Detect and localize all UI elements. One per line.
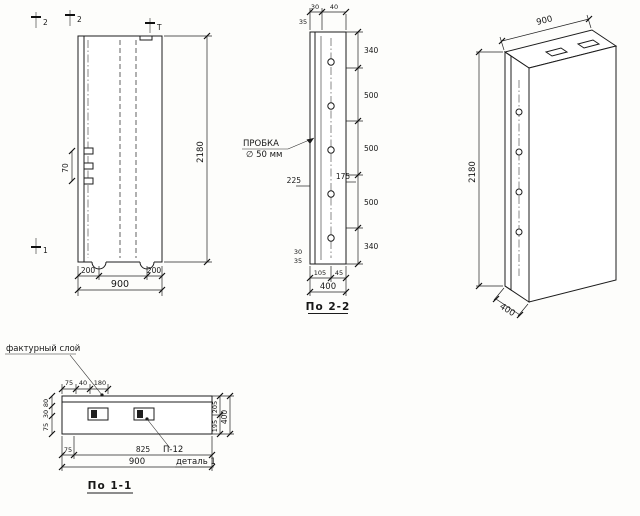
section-markers: 2 2 Т 1 [31, 10, 162, 255]
section-marker-label: 1 [43, 246, 48, 255]
plan-dim-left-c: 75 [42, 423, 50, 431]
dim-lug-spacing: 70 [61, 163, 70, 173]
dim-bot-a: 30 [294, 248, 302, 256]
dim-seg-left: 200 [81, 266, 96, 275]
plan-dim-depth: 400 [220, 410, 229, 425]
iso-top-openings [544, 39, 601, 57]
section-1-1-view: фактурный слой П-12 деталь 1 75 40 [5, 344, 234, 494]
iso-front-face [528, 45, 617, 303]
dim-seg-right: 200 [147, 266, 162, 275]
plan-bottom-dims: 75 825 900 [58, 436, 216, 471]
section-1-1-title: По 1-1 [88, 480, 133, 492]
iso-dim-height: 2180 [468, 161, 478, 183]
chain-dim: 340 [364, 242, 379, 251]
facing-layer-strip [61, 395, 213, 403]
plan-top-dims: 75 40 180 [58, 379, 112, 394]
chain-dim: 500 [364, 198, 379, 207]
isometric-view: 900 2180 400 [468, 14, 618, 319]
plan-dim-width: 900 [129, 457, 145, 467]
section2-bottom-dims: 30 35 105 45 400 [294, 248, 350, 296]
channel-label: П-12 [163, 445, 183, 455]
dim-bot-b: 35 [294, 257, 302, 265]
callout-diameter-label: ∅ 50 мм [246, 150, 282, 160]
dim-top-b: 40 [330, 3, 338, 11]
iso-dim-depth: 400 [498, 302, 517, 319]
plan-dim-bot-a: 75 [64, 446, 72, 454]
iso-side-face [504, 51, 530, 303]
channel-voids [87, 407, 155, 421]
iso-dim-width: 900 [535, 14, 553, 28]
callout-probka-label: ПРОБКА [243, 139, 279, 149]
section-marker-label: 2 [43, 18, 48, 27]
section-2-2-view: 30 40 35 225 175 340 500 [242, 3, 379, 314]
facing-layer-callout: фактурный слой [5, 344, 104, 397]
facing-layer-label: фактурный слой [6, 344, 80, 354]
plan-dim-bot-b: 825 [136, 445, 151, 454]
plan-dim-top-a: 75 [65, 379, 73, 387]
dim-panel-height: 2180 [196, 141, 206, 163]
plug-holes [327, 58, 335, 242]
plan-right-dims: 205 195 400 [211, 392, 234, 438]
detail-label: деталь 1 [176, 457, 216, 467]
dim-section-width: 400 [320, 282, 336, 292]
plan-dim-left-a: 80 [42, 399, 50, 407]
section2-dim-chain: 340 500 500 500 340 [346, 28, 379, 268]
iso-plug-holes [515, 108, 523, 236]
section-marker-label: Т [156, 23, 162, 32]
iso-facing-layer [504, 51, 512, 291]
leader-arrow [306, 138, 314, 144]
plan-dim-right-a: 205 [211, 401, 219, 413]
dim-bot-c: 105 [314, 269, 326, 277]
dim-panel-width: 900 [111, 279, 129, 290]
plug-callout: ПРОБКА ∅ 50 мм [242, 137, 315, 160]
top-notch [139, 35, 153, 41]
dim-top-a: 30 [311, 3, 319, 11]
plan-dim-right-b: 195 [211, 420, 219, 432]
section2-mid-dims: 225 175 [287, 172, 356, 187]
dim-bot-d: 45 [335, 269, 343, 277]
dim-top-c: 35 [299, 18, 307, 26]
section-marker-label: 2 [77, 15, 82, 24]
plan-left-dims: 80 30 75 [42, 392, 56, 438]
dim-mid-b: 175 [336, 172, 351, 181]
plan-dim-left-b: 30 [42, 410, 50, 418]
plan-dim-top-c: 180 [94, 379, 106, 387]
chain-dim: 500 [364, 144, 379, 153]
front-height-dim: 2180 [164, 32, 212, 266]
section-2-2-title: По 2-2 [306, 301, 351, 313]
dim-mid-a: 225 [287, 176, 302, 185]
edge-lugs: 70 [61, 147, 94, 185]
plan-dim-top-b: 40 [79, 379, 87, 387]
front-elevation-view: 70 2 2 Т 1 2180 [31, 10, 212, 296]
front-bottom-dims: 200 200 900 [74, 266, 166, 296]
chain-dim: 500 [364, 91, 379, 100]
section2-top-dims: 30 40 35 [299, 3, 350, 30]
chain-dim: 340 [364, 46, 379, 55]
facing-layer-strip [309, 31, 316, 265]
